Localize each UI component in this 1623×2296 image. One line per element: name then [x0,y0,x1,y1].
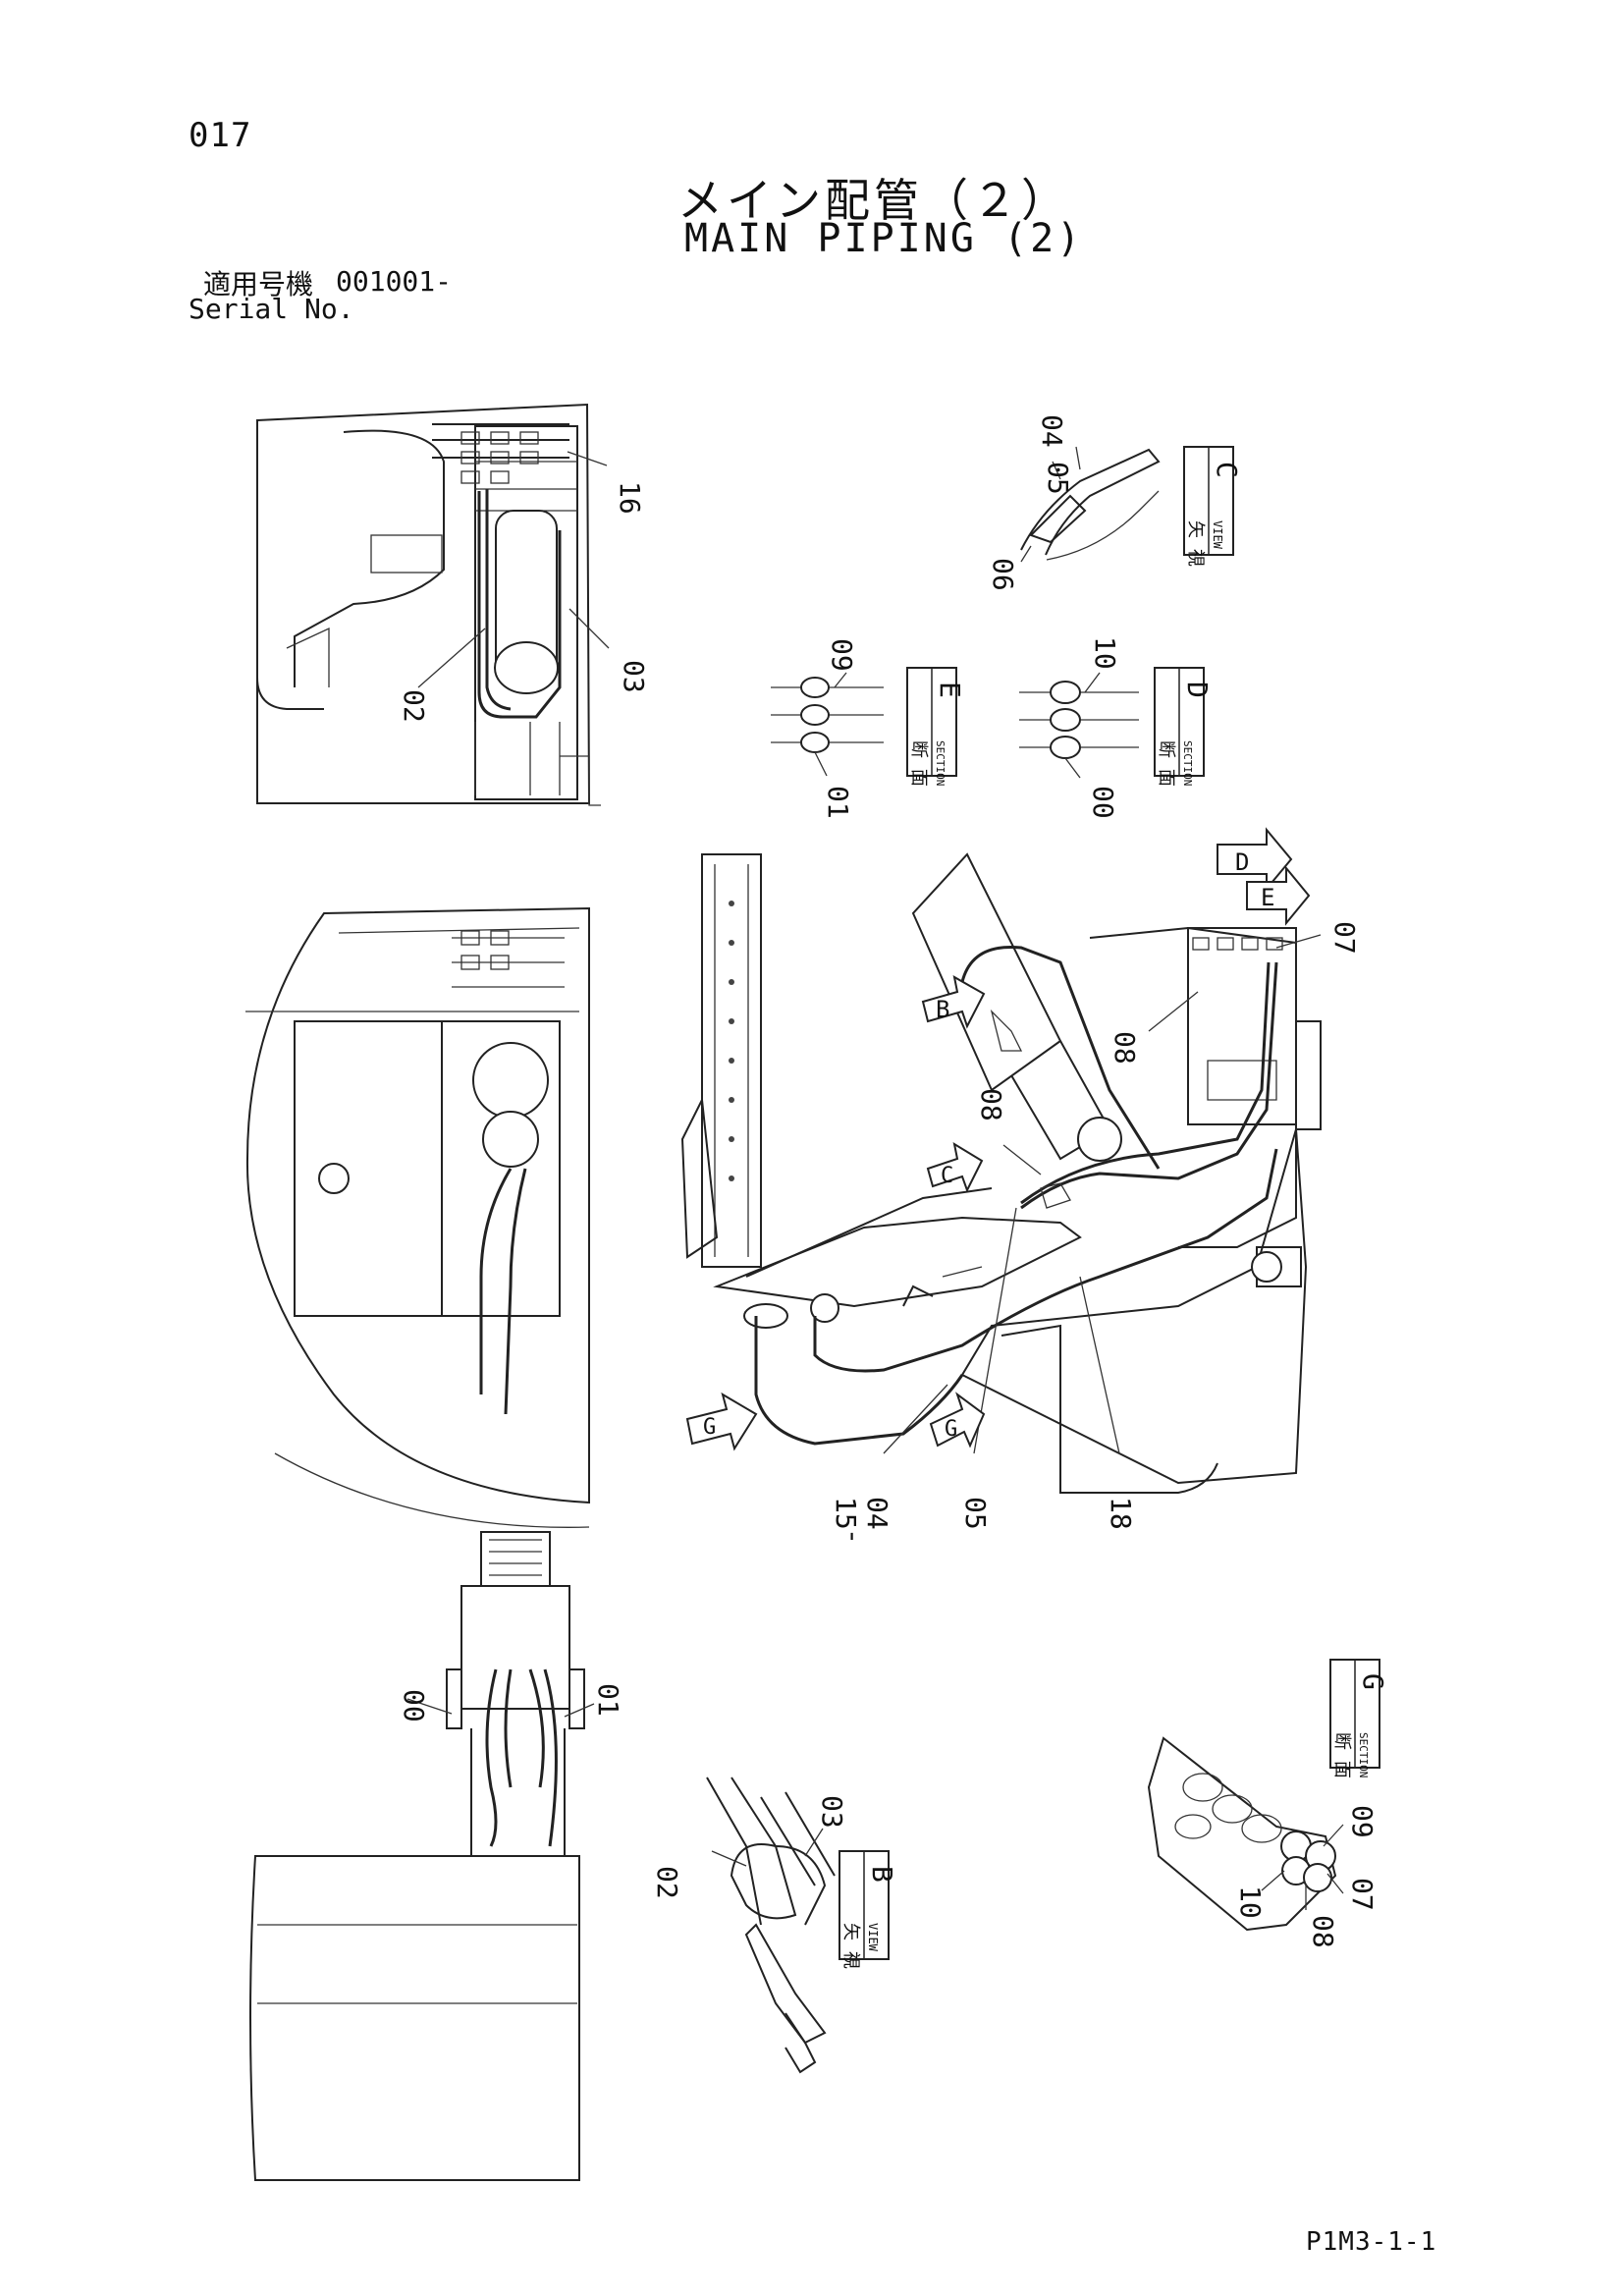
callout-08-main-b: 08 [975,1088,1007,1121]
main-side-view-machine [680,852,1322,1494]
label-section-e: 断 面 SECTION E [906,667,966,787]
label-section-d: 断 面 SECTION D [1154,667,1214,787]
callout-05-bottom: 05 [959,1497,992,1530]
serial-value: 001001- [336,265,453,298]
callout-06-view-c: 06 [987,558,1019,591]
svg-text:断 面: 断 面 [908,740,929,787]
svg-text:C: C [1211,462,1243,478]
page-title-japanese: メイン配管（２） [677,174,1070,227]
page-title-english: MAIN PIPING (2) [684,216,1084,261]
callout-15-dash: - [838,1528,870,1545]
label-view-c: 矢 視 VIEW C [1183,446,1243,567]
view-b-detail [706,1777,836,2074]
callout-00-section-d: 00 [1087,786,1119,819]
svg-text:G: G [945,1417,957,1442]
section-d-detail [1019,672,1139,779]
callout-10-section-d: 10 [1089,636,1121,670]
svg-text:SECTION: SECTION [934,740,947,786]
callout-15: 15 [830,1497,862,1530]
arrow-c: C [926,1141,984,1193]
svg-text:VIEW: VIEW [1211,520,1224,550]
callout-09-section-g: 09 [1346,1805,1379,1838]
arrow-b: B [921,975,986,1029]
callout-02-view-b: 02 [651,1866,683,1899]
svg-text:B: B [936,996,949,1023]
svg-text:D: D [1235,848,1249,876]
callout-18: 18 [1105,1497,1137,1530]
callout-08-main-a: 08 [1109,1031,1141,1065]
svg-text:断 面: 断 面 [1156,740,1176,787]
svg-text:G: G [1357,1673,1389,1690]
callout-04-bottom: 04 [861,1497,893,1530]
arrow-g-mid: G [929,1392,986,1449]
top-view-boom-swing [245,906,590,1528]
serial-label-japanese: 適用号機 [203,268,314,301]
section-e-detail [771,672,884,777]
section-g-detail [1147,1736,1344,1932]
callout-08-section-g: 08 [1307,1915,1339,1948]
callout-02-top: 02 [398,689,430,723]
callout-04-view-c: 04 [1036,414,1068,448]
label-section-g: 断 面 SECTION G [1329,1659,1389,1778]
arrow-g-left: G [685,1392,758,1451]
svg-text:SECTION: SECTION [1181,740,1194,786]
callout-07-main: 07 [1328,921,1361,955]
svg-text:C: C [941,1164,953,1188]
top-view-arm-end [249,1531,595,2181]
footer-code: P1M3-1-1 [1306,2227,1437,2257]
svg-text:E: E [934,682,966,698]
svg-text:矢 視: 矢 視 [840,1923,861,1969]
view-c-detail [1020,446,1161,563]
callout-00-mid: 00 [398,1689,430,1722]
svg-text:断 面: 断 面 [1331,1732,1352,1778]
arrow-e: E [1246,865,1311,926]
arrow-d: D [1217,827,1293,892]
callout-01-mid: 01 [592,1683,624,1717]
svg-text:SECTION: SECTION [1357,1732,1370,1777]
svg-text:VIEW: VIEW [866,1923,880,1952]
callout-10-section-g: 10 [1234,1886,1267,1919]
svg-text:矢 視: 矢 視 [1185,520,1206,567]
callout-01-section-e: 01 [822,786,854,819]
callout-03-top: 03 [618,660,650,693]
page-number: 017 [189,116,252,155]
svg-text:G: G [703,1415,716,1440]
callout-03-view-b: 03 [816,1795,848,1829]
callout-16: 16 [614,481,646,515]
callout-07-section-g: 07 [1346,1878,1379,1911]
svg-text:B: B [866,1866,898,1883]
callout-09-section-e: 09 [826,638,858,672]
label-view-b: 矢 視 VIEW B [839,1850,898,1969]
serial-label-english: Serial No. [189,293,354,325]
callout-05-view-c: 05 [1042,462,1074,495]
svg-text:E: E [1261,884,1274,911]
top-view-boom-assembly [256,403,610,806]
svg-text:D: D [1181,682,1214,698]
